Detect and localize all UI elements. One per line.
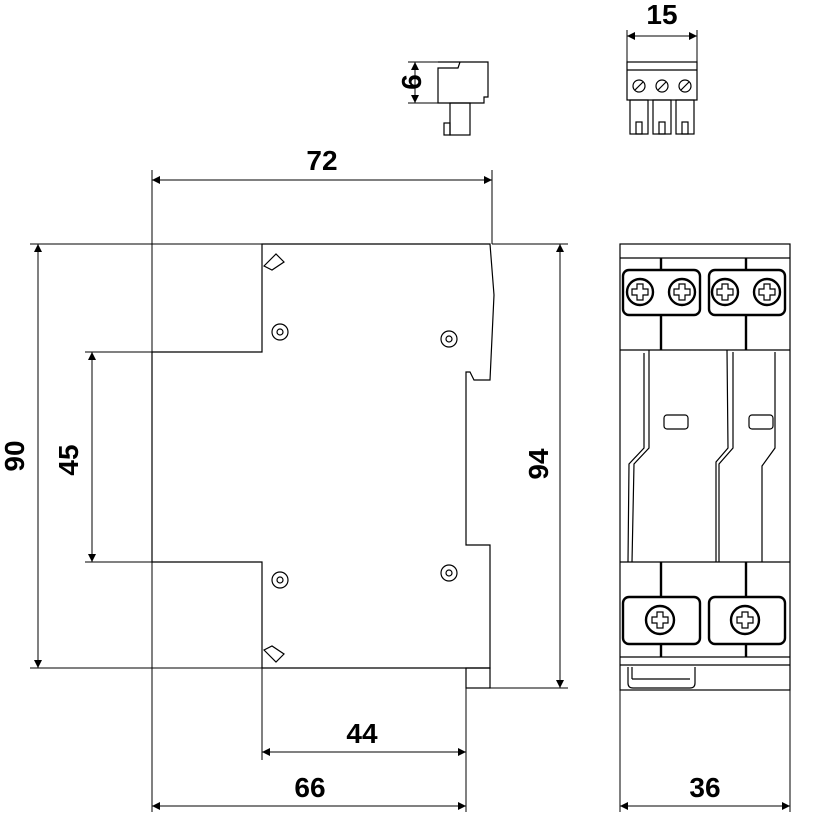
screw-icon [710, 277, 740, 307]
extension-lines [30, 30, 791, 812]
screw-icon [752, 277, 782, 307]
connector-side-view [437, 61, 489, 136]
screw-icon [729, 604, 761, 636]
mounting-hole [271, 571, 289, 589]
indicator-window [663, 414, 689, 430]
dimension-lines [34, 32, 790, 810]
label-72: 72 [306, 145, 337, 176]
screw-icon [644, 604, 676, 636]
terminal-block [621, 595, 702, 646]
label-66: 66 [294, 772, 325, 803]
side-view [151, 243, 495, 689]
screw-icon [625, 277, 655, 307]
label-45: 45 [53, 444, 84, 475]
label-9: 9 [396, 74, 427, 90]
terminal-block [707, 595, 787, 646]
label-15: 15 [646, 0, 677, 30]
label-44: 44 [346, 718, 378, 749]
terminal-block [707, 268, 787, 317]
connector-front-view [626, 61, 698, 135]
mounting-hole [271, 323, 289, 341]
mounting-hole [440, 564, 458, 582]
label-90: 90 [0, 440, 30, 471]
terminal-block [621, 268, 702, 317]
indicator-window [748, 414, 774, 430]
front-view [619, 243, 791, 691]
label-94: 94 [523, 448, 554, 480]
screw-icon [667, 277, 697, 307]
mounting-hole [440, 330, 458, 348]
label-36: 36 [689, 772, 720, 803]
